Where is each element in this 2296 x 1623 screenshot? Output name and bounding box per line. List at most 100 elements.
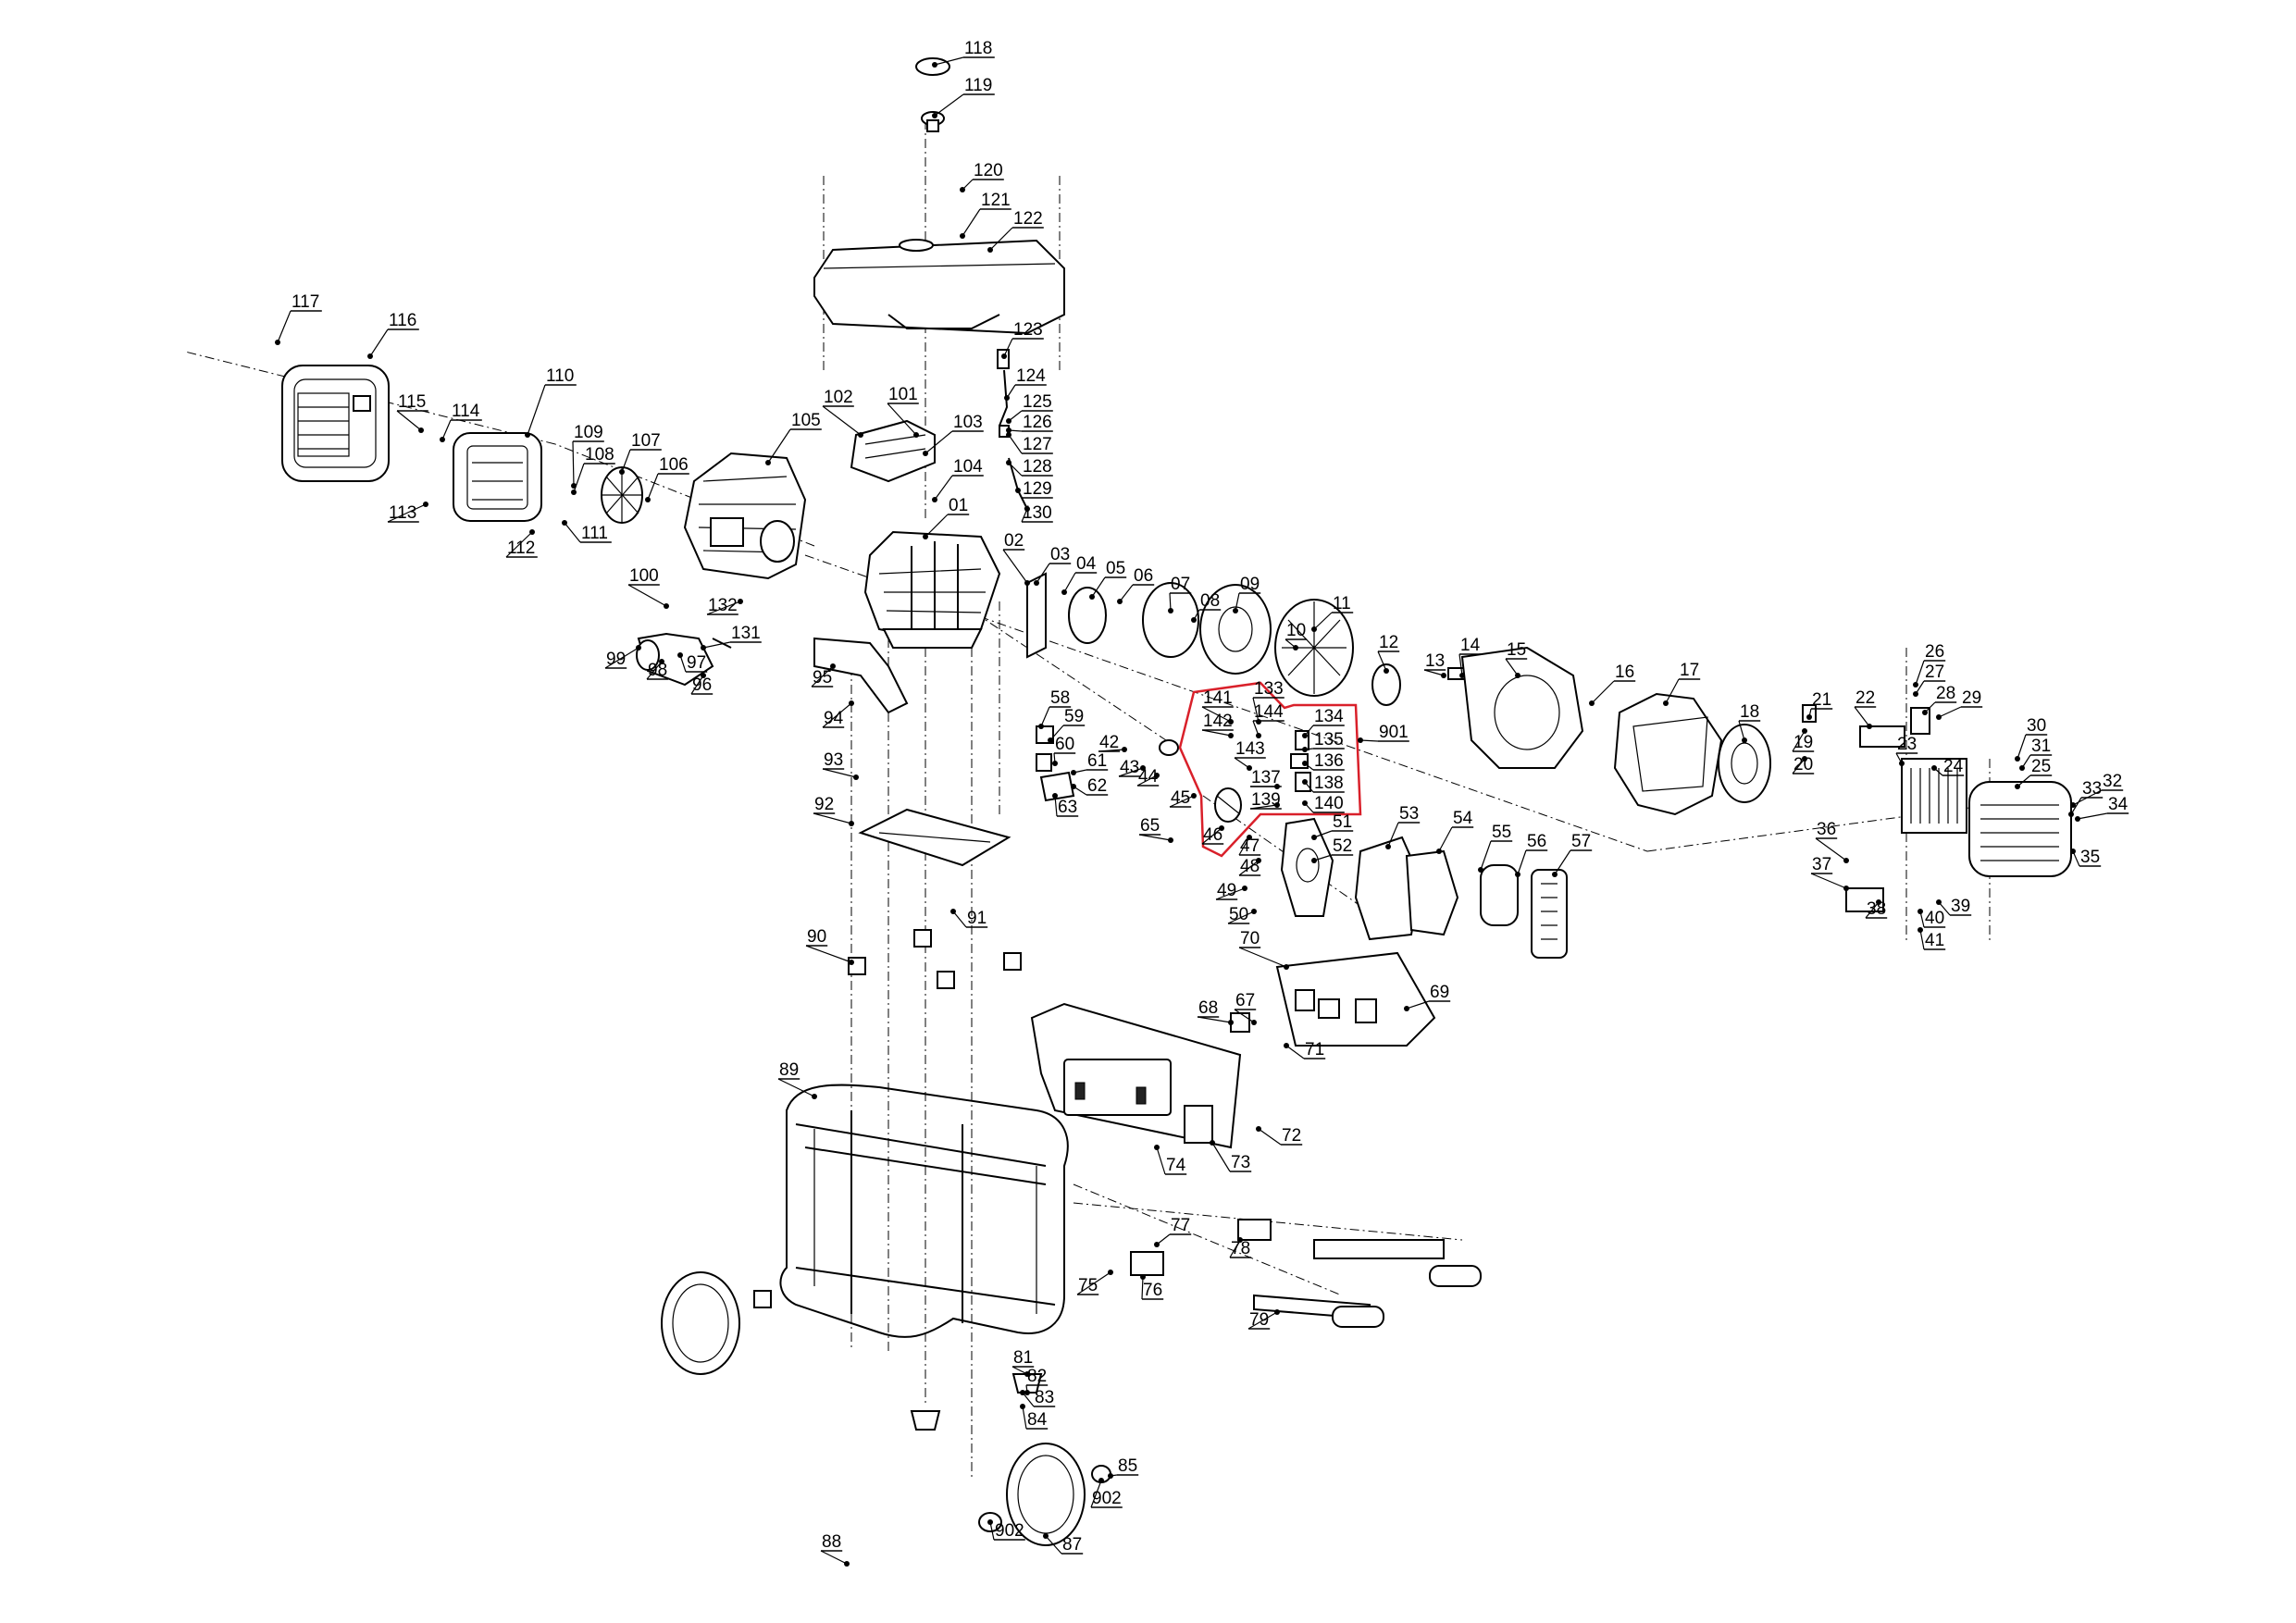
callout-c36: 36 — [1815, 820, 1849, 863]
part-number-label: 14 — [1460, 636, 1481, 655]
part-number-label: 96 — [692, 675, 712, 695]
callout-c48: 48 — [1238, 857, 1261, 876]
callout-c39: 39 — [1936, 897, 1972, 916]
leader-dot — [619, 469, 625, 475]
callout-c34: 34 — [2075, 795, 2129, 822]
callout-c94: 94 — [822, 700, 854, 728]
part-number-label: 19 — [1793, 733, 1813, 752]
leader-dot — [738, 599, 743, 604]
callout-c902b: 902 — [987, 1519, 1025, 1541]
callout-c68: 68 — [1197, 998, 1234, 1025]
callout-c25: 25 — [2015, 757, 2053, 789]
callout-c130: 130 — [1021, 503, 1053, 523]
callout-c07: 07 — [1168, 575, 1192, 613]
leader-dot — [1436, 849, 1442, 854]
callout-c38: 38 — [1865, 899, 1888, 919]
callout-c20: 20 — [1792, 755, 1815, 774]
leader-line — [1458, 653, 1463, 676]
callout-c40: 40 — [1917, 909, 1946, 928]
leader-line — [952, 911, 967, 928]
callout-c91: 91 — [950, 909, 988, 928]
leader-dot — [987, 1519, 993, 1525]
leader-dot — [849, 700, 854, 706]
leader-dot — [571, 489, 577, 495]
part-number-label: 25 — [2031, 757, 2051, 776]
part-number-label: 37 — [1812, 855, 1831, 874]
part-number-label: 16 — [1615, 663, 1634, 682]
leader-line — [1249, 804, 1278, 810]
leader-dot — [418, 427, 424, 433]
leader-dot — [1843, 858, 1849, 863]
leader-line — [1141, 1276, 1144, 1300]
leader-line — [627, 584, 667, 607]
callout-c116: 116 — [367, 311, 419, 359]
callout-c77: 77 — [1154, 1216, 1192, 1247]
leader-line — [706, 601, 741, 615]
callout-c90: 90 — [805, 927, 854, 965]
leader-dot — [423, 502, 428, 507]
callout-c08: 08 — [1191, 591, 1222, 623]
leader-line — [925, 430, 953, 454]
part-number-label: 116 — [389, 311, 416, 330]
part-number-label: 60 — [1055, 735, 1074, 754]
part-number-label: 76 — [1143, 1281, 1162, 1300]
part-number-label: 902 — [995, 1521, 1024, 1541]
leader-dot — [677, 652, 683, 658]
callout-c61: 61 — [1071, 751, 1109, 775]
part-number-label: 59 — [1064, 707, 1084, 726]
part-number-label: 17 — [1680, 661, 1699, 680]
part-number-label: 144 — [1254, 702, 1284, 722]
leader-dot — [1038, 724, 1044, 729]
leader-line — [1090, 1480, 1102, 1508]
leader-dot — [1024, 506, 1030, 512]
callout-c137: 137 — [1250, 768, 1282, 789]
callout-c138: 138 — [1302, 774, 1345, 793]
leader-dot — [1237, 1237, 1243, 1243]
leader-line — [527, 384, 546, 436]
leader-dot — [525, 432, 530, 438]
part-number-label: 20 — [1793, 755, 1813, 774]
leader-dot — [701, 645, 706, 650]
part-number-label: 67 — [1235, 991, 1255, 1010]
leader-dot — [1806, 714, 1812, 720]
leader-dot — [1385, 844, 1391, 849]
leader-dot — [1043, 1533, 1049, 1539]
callout-c28: 28 — [1922, 684, 1957, 715]
part-number-label: 61 — [1087, 751, 1107, 771]
part-number-label: 24 — [1943, 757, 1964, 776]
leader-line — [1238, 947, 1287, 968]
part-number-label: 05 — [1106, 559, 1125, 578]
leader-line — [1810, 873, 1847, 889]
leader-line — [1063, 572, 1076, 593]
leader-line — [277, 310, 292, 343]
part-number-label: 128 — [1023, 457, 1052, 477]
part-number-label: 57 — [1571, 832, 1591, 851]
leader-line — [1438, 826, 1453, 852]
callout-c142: 142 — [1201, 712, 1234, 738]
leader-line — [822, 768, 857, 778]
leader-line — [1505, 658, 1519, 676]
leader-line — [690, 675, 704, 695]
callout-c58: 58 — [1038, 688, 1072, 729]
part-number-label: 45 — [1171, 788, 1190, 808]
leader-dot — [950, 909, 956, 914]
part-number-label: 97 — [687, 653, 706, 673]
leader-dot — [1478, 867, 1483, 873]
part-number-label: 140 — [1314, 794, 1344, 813]
part-number-label: 01 — [949, 496, 968, 515]
panel-housing — [1030, 1002, 1250, 1149]
callout-c15: 15 — [1505, 640, 1528, 678]
leader-dot — [1089, 594, 1095, 600]
leader-dot — [1899, 761, 1905, 766]
leader-line — [572, 440, 575, 487]
leader-dot — [932, 62, 937, 68]
leader-dot — [1256, 733, 1261, 738]
part-number-label: 92 — [814, 795, 834, 814]
part-number-label: 103 — [953, 413, 983, 432]
part-number-label: 126 — [1023, 413, 1052, 432]
leader-dot — [1867, 724, 1872, 729]
part-number-label: 139 — [1251, 790, 1281, 810]
leader-dot — [1001, 353, 1007, 359]
part-number-label: 55 — [1492, 823, 1511, 842]
callout-c59: 59 — [1048, 707, 1086, 743]
